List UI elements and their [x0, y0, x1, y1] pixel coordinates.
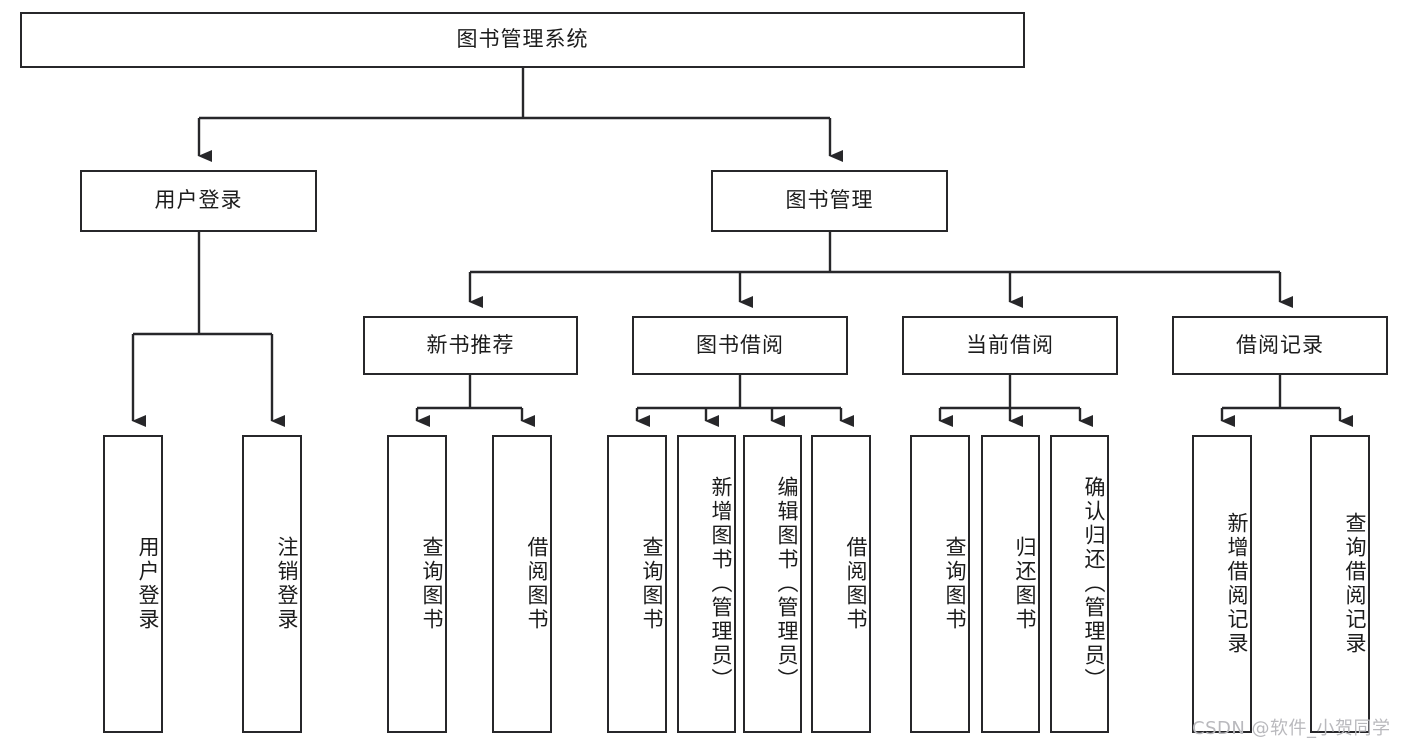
node-leaf-edit-book-label: 编辑图书（管理员）	[775, 476, 799, 692]
node-leaf-add-book-label: 新增图书（管理员）	[709, 476, 733, 692]
node-leaf-return-book[interactable]: 归还图书	[981, 435, 1040, 733]
node-root[interactable]: 图书管理系统	[20, 12, 1025, 68]
node-user-login[interactable]: 用户登录	[80, 170, 317, 232]
node-leaf-borrow-book-1[interactable]: 借阅图书	[492, 435, 552, 733]
node-leaf-borrow-book-2[interactable]: 借阅图书	[811, 435, 871, 733]
node-borrow-record[interactable]: 借阅记录	[1172, 316, 1388, 375]
node-leaf-query-book-3-label: 查询图书	[943, 536, 967, 632]
node-leaf-query-record-label: 查询借阅记录	[1343, 512, 1367, 656]
node-current-borrow-label: 当前借阅	[966, 332, 1054, 357]
node-book-management-label: 图书管理	[785, 188, 874, 213]
node-leaf-user-login[interactable]: 用户登录	[103, 435, 163, 733]
node-new-book-recommend[interactable]: 新书推荐	[363, 316, 578, 375]
node-leaf-user-logout[interactable]: 注销登录	[242, 435, 302, 733]
node-user-login-label: 用户登录	[154, 188, 243, 213]
node-book-borrow-label: 图书借阅	[696, 332, 784, 357]
node-leaf-query-book-1[interactable]: 查询图书	[387, 435, 447, 733]
node-leaf-query-record[interactable]: 查询借阅记录	[1310, 435, 1370, 733]
node-leaf-borrow-book-2-label: 借阅图书	[844, 536, 868, 632]
node-leaf-confirm-return-label: 确认归还（管理员）	[1082, 476, 1106, 692]
node-leaf-query-book-3[interactable]: 查询图书	[910, 435, 970, 733]
node-leaf-user-logout-label: 注销登录	[275, 536, 299, 632]
csdn-watermark: CSDN @软件_小贺同学	[1192, 718, 1391, 739]
node-leaf-confirm-return[interactable]: 确认归还（管理员）	[1050, 435, 1109, 733]
node-leaf-add-record-label: 新增借阅记录	[1225, 512, 1249, 656]
node-leaf-query-book-1-label: 查询图书	[420, 536, 444, 632]
node-leaf-return-book-label: 归还图书	[1013, 536, 1037, 632]
node-leaf-borrow-book-1-label: 借阅图书	[525, 536, 549, 632]
node-current-borrow[interactable]: 当前借阅	[902, 316, 1118, 375]
node-leaf-edit-book[interactable]: 编辑图书（管理员）	[743, 435, 802, 733]
node-leaf-add-record[interactable]: 新增借阅记录	[1192, 435, 1252, 733]
node-new-book-recommend-label: 新书推荐	[426, 332, 515, 357]
node-leaf-query-book-2[interactable]: 查询图书	[607, 435, 667, 733]
node-leaf-user-login-label: 用户登录	[136, 536, 160, 632]
node-book-management[interactable]: 图书管理	[711, 170, 948, 232]
node-root-label: 图书管理系统	[456, 27, 589, 52]
node-book-borrow[interactable]: 图书借阅	[632, 316, 848, 375]
node-leaf-query-book-2-label: 查询图书	[640, 536, 664, 632]
node-leaf-add-book[interactable]: 新增图书（管理员）	[677, 435, 736, 733]
node-borrow-record-label: 借阅记录	[1236, 332, 1324, 357]
